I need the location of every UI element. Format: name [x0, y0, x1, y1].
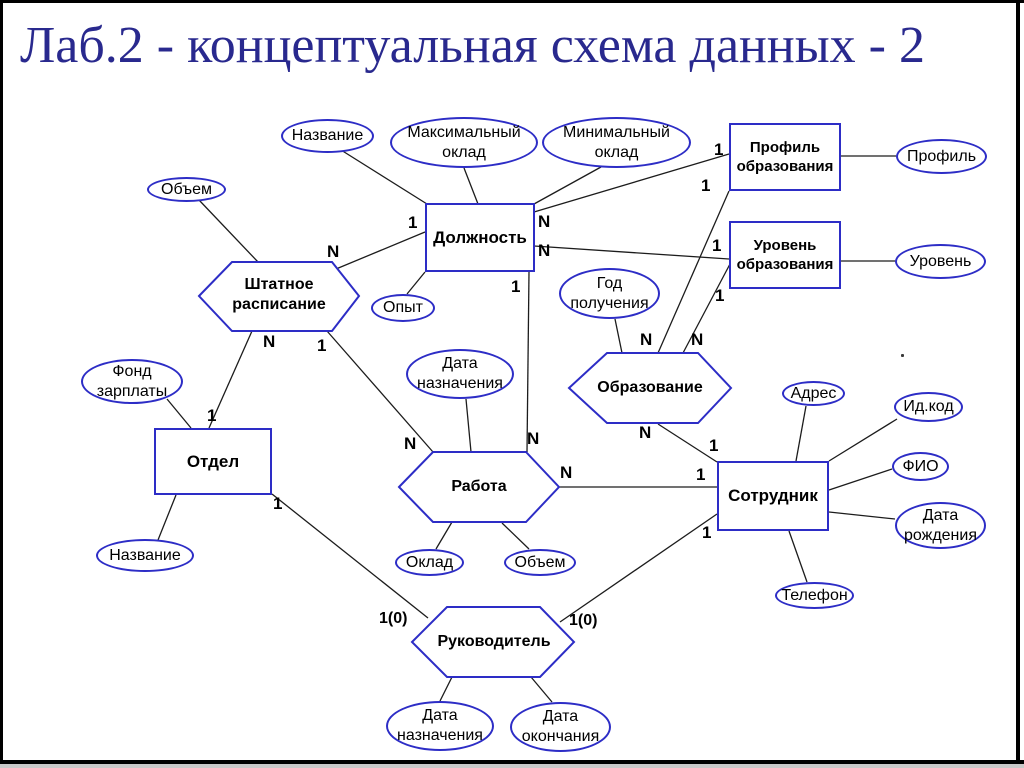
attribute-profil: Профиль [896, 139, 987, 174]
connector-idkod-sotrudnik [828, 418, 898, 462]
attribute-data-rozhdeniya: Дата рождения [895, 502, 986, 549]
frame-bottom-strip [0, 764, 1024, 768]
connector-data-rozhd-sotrudnik [828, 511, 896, 520]
connector-uroven-obr-obrazovanie [682, 263, 731, 354]
connector-obem-rabota [501, 522, 530, 550]
attribute-data-naznacheniya-raboty: Дата назначения [406, 349, 514, 399]
connector-data-okonch-rukovoditel [530, 676, 553, 703]
connector-adres-sotrudnik [795, 405, 807, 462]
attribute-nazvanie-dolzhnosti: Название [281, 119, 374, 153]
attribute-minimalnyj-oklad: Минимальный оклад [542, 117, 691, 168]
cardinality-rabota-dolzhnost: N [527, 429, 540, 448]
cardinality-sotrudnik-rabota: 1 [696, 465, 706, 484]
attribute-nazvanie-otdela: Название [96, 539, 194, 572]
connector-dolzhnost-uroven-obr [533, 245, 730, 260]
cardinality-profil-dolzhnost: 1 [714, 140, 724, 159]
cardinality-uroven-obrazovanie: 1 [715, 286, 725, 305]
relationship-rabota-shape [397, 451, 561, 523]
cardinality-shtatnoe-dolzhnost: N [327, 242, 340, 261]
cardinality-rukovoditel-sotrudnik: 1(0) [569, 612, 598, 629]
cardinality-otdel-shtatnoe: 1 [207, 406, 217, 425]
attribute-obem-raboty: Объем [504, 549, 576, 576]
connector-opyt-dolzhnost [406, 271, 426, 295]
cardinality-otdel-rukovoditel: 1 [273, 494, 283, 513]
connector-fond-otdel [166, 398, 192, 429]
cardinality-rukovoditel-otdel: 1(0) [379, 610, 408, 627]
attribute-maksimalnyj-oklad: Максимальный оклад [390, 117, 538, 168]
cardinality-shtatnoe-otdel: N [263, 332, 276, 351]
connector-min-oklad-dolzhnost [533, 166, 602, 205]
connector-sotrudnik-rukovoditel [559, 513, 718, 623]
connector-shtatnoe-dolzhnost [335, 231, 426, 270]
attribute-fond-zarplaty: Фонд зарплаты [81, 359, 183, 404]
frame-left [0, 0, 3, 768]
attribute-uroven: Уровень [895, 244, 986, 279]
entity-dolzhnost: Должность [425, 203, 535, 272]
connector-data-nazn-rukovoditel [439, 676, 453, 702]
connector-dolzhnost-profil-obr [533, 153, 730, 213]
cardinality-obrazovanie-uroven: N [691, 330, 704, 349]
connector-obem-shtatnoe [198, 199, 259, 263]
entity-sotrudnik: Сотрудник [717, 461, 829, 531]
connector-maks-oklad-dolzhnost [463, 167, 479, 205]
cardinality-sotrudnik-rukovoditel: 1 [702, 523, 712, 542]
cardinality-sotrudnik-obrazovanie: 1 [709, 436, 719, 455]
connector-oklad-rabota [435, 521, 453, 550]
relationship-rabota-label: Работа [451, 478, 507, 495]
connector-nazvanie-otdel [157, 494, 177, 541]
cardinality-dolzhnost-rabota: 1 [511, 277, 521, 296]
attribute-adres: Адрес [782, 381, 845, 406]
connector-god-obrazovanie [614, 318, 623, 354]
relationship-rukovoditel-label: Руководитель [437, 633, 551, 650]
connector-otdel-rukovoditel [271, 493, 429, 619]
connector-shtatnoe-rabota [326, 330, 434, 453]
entity-uroven-obrazovaniya: Уровень образования [729, 221, 841, 289]
cardinality-profil-obrazovanie: 1 [701, 176, 711, 195]
page-title: Лаб.2 - концептуальная схема данных - 2 [20, 17, 925, 74]
connector-dolzhnost-rabota [526, 271, 530, 453]
connector-telefon-sotrudnik [788, 530, 808, 583]
connector-nazvanie-dolzhnost [340, 149, 428, 205]
frame-bottom [0, 760, 1024, 764]
attribute-data-naznacheniya-rukovoditelya: Дата назначения [386, 701, 494, 751]
attribute-god-polucheniya: Год получения [559, 268, 660, 319]
entity-profil-obrazovaniya: Профиль образования [729, 123, 841, 191]
cardinality-obrazovanie-sotrudnik: N [639, 423, 652, 442]
attribute-fio: ФИО [892, 452, 949, 481]
attribute-data-okonchaniya: Дата окончания [510, 702, 611, 752]
stray-dot [901, 354, 904, 357]
connector-fio-sotrudnik [828, 468, 893, 491]
relationship-rukovoditel-shape [410, 606, 576, 678]
entity-otdel: Отдел [154, 428, 272, 495]
attribute-obem-shtatnogo: Объем [147, 177, 226, 202]
cardinality-rabota-shtatnoe: N [404, 434, 417, 453]
relationship-shtatnoe-raspisanie-shape [197, 261, 361, 332]
attribute-id-kod: Ид.код [894, 392, 963, 422]
cardinality-dolzhnost-uroven: N [538, 241, 551, 260]
frame-right [1016, 0, 1020, 764]
cardinality-uroven-dolzhnost: 1 [712, 236, 722, 255]
cardinality-dolzhnost-profil: N [538, 212, 551, 231]
attribute-oklad: Оклад [395, 549, 464, 576]
connector-data-nazn-rabota [465, 398, 472, 453]
cardinality-obrazovanie-profil: N [640, 330, 653, 349]
connector-obrazovanie-sotrudnik [657, 423, 718, 463]
cardinality-dolzhnost-shtatnoe: 1 [408, 213, 418, 232]
attribute-opyt: Опыт [371, 294, 435, 322]
frame-top [0, 0, 1024, 3]
relationship-obrazovanie-shape [567, 352, 733, 424]
connector-profil-obr-obrazovanie [657, 190, 730, 354]
cardinality-rabota-sotrudnik: N [560, 463, 573, 482]
relationship-obrazovanie-label: Образование [597, 379, 703, 396]
relationship-shtatnoe-raspisanie-label: Штатное расписание [232, 276, 326, 313]
cardinality-shtatnoe-rabota: 1 [317, 336, 327, 355]
connector-shtatnoe-otdel [208, 330, 253, 429]
attribute-telefon: Телефон [775, 582, 854, 609]
